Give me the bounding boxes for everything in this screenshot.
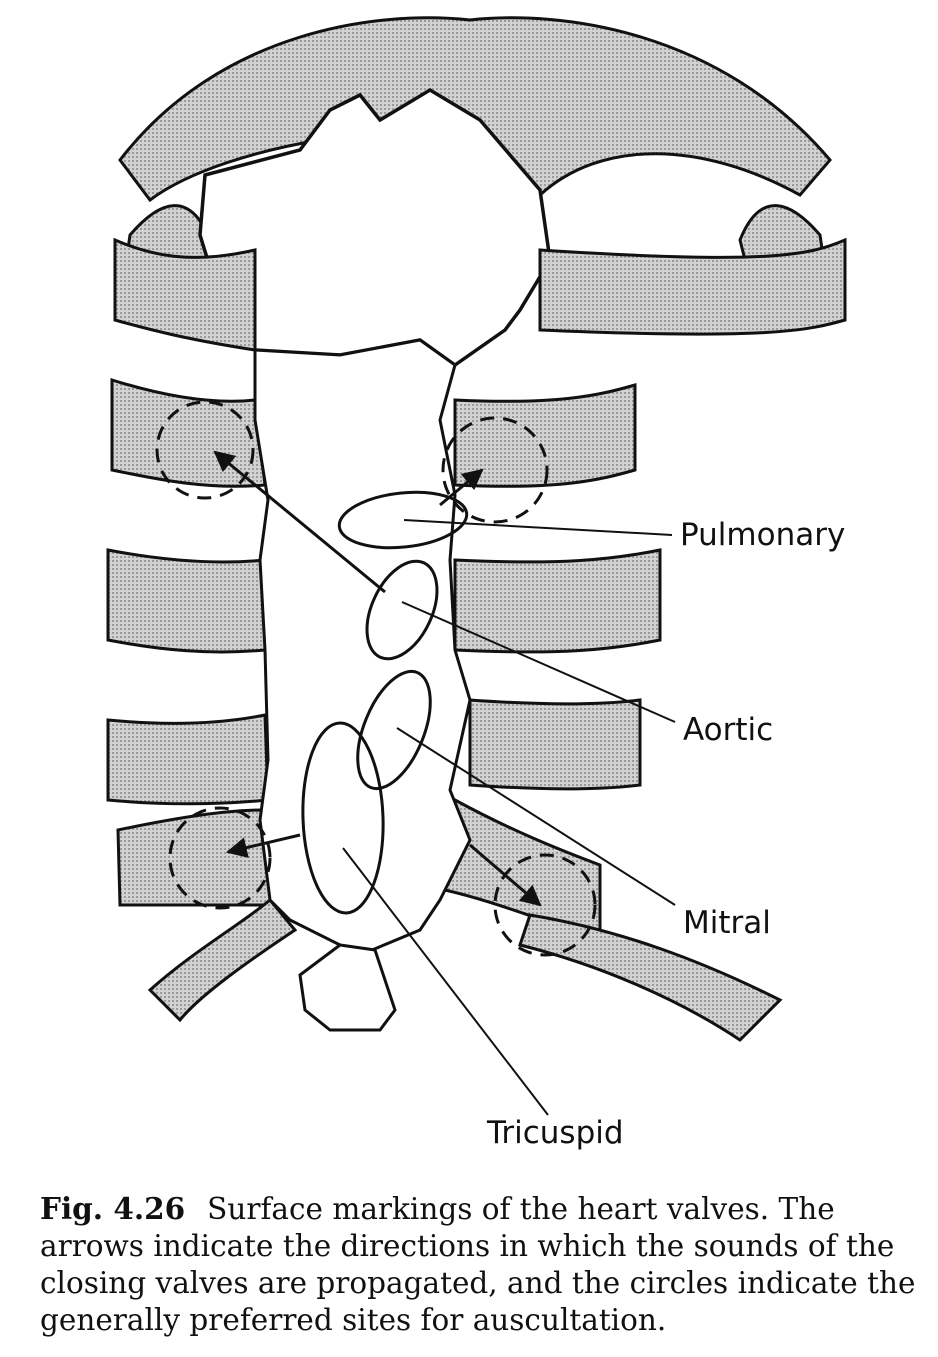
tricuspid-valve <box>301 721 385 915</box>
tricuspid-arrow <box>225 833 301 858</box>
leader-lines <box>342 519 676 1116</box>
auscultation-circles <box>155 400 597 957</box>
pulmonary-arrow <box>439 468 484 507</box>
aortic-arrow <box>213 450 386 594</box>
sound-propagation-arrows <box>213 450 542 907</box>
aortic-label: Aortic <box>683 712 773 748</box>
xiphoid-process <box>298 943 397 1032</box>
sternum-body <box>253 338 472 957</box>
mitral-label: Mitral <box>683 905 771 941</box>
pulmonary-label: Pulmonary <box>680 517 845 553</box>
mitral-arrow <box>469 843 542 907</box>
pulmonary-valve <box>337 490 469 550</box>
mitral-valve <box>356 669 432 791</box>
caption-text: Surface markings of the heart valves. Th… <box>40 1192 916 1337</box>
heart-valve-ellipses <box>301 490 469 915</box>
right-ribs <box>443 237 847 1042</box>
figure-number: Fig. 4.26 <box>40 1191 186 1226</box>
tricuspid-label: Tricuspid <box>486 1115 624 1151</box>
mitral-auscultation-circle <box>493 853 597 957</box>
pulmonary-auscultation-circle <box>441 416 549 524</box>
heart-valves-diagram: Pulmonary Aortic Mitral Tricuspid <box>106 16 847 1151</box>
aortic-auscultation-circle <box>155 400 255 500</box>
aortic-valve <box>365 559 439 661</box>
tricuspid-auscultation-circle <box>168 806 272 910</box>
